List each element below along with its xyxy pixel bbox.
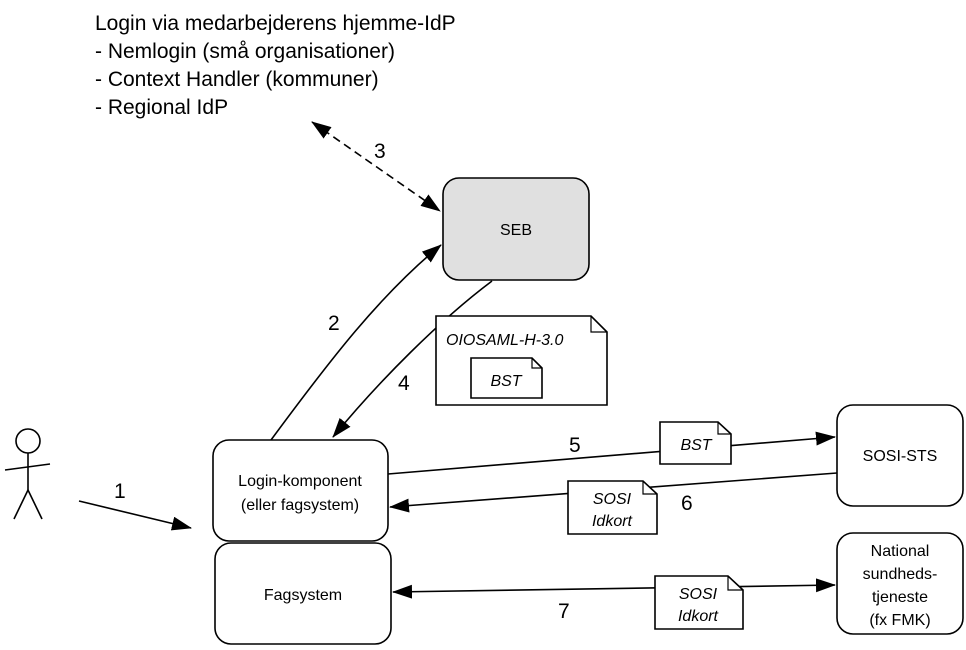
idp-note: Login via medarbejderens hjemme-IdP - Ne… [95,12,456,119]
arrow-2-login-to-seb [270,244,442,441]
arrow-7-fagsystem-national [392,578,836,599]
sosi-idkort-7-line1: SOSI [679,586,718,603]
sosi-sts-box[interactable] [836,404,964,507]
sosi-idkort-6-line1: SOSI [593,491,632,508]
bst-inner-document: BST [470,357,543,399]
note-line-title: Login via medarbejderens hjemme-IdP [95,12,456,35]
arrow-4-seb-to-login [332,280,493,438]
step-4-label: 4 [398,372,410,395]
arrow-5-login-to-sts [387,431,836,475]
sosi-idkort-7-line2: Idkort [678,608,719,625]
step-5-label: 5 [569,434,581,457]
bst-inner-label: BST [490,373,522,390]
sosi-sts-node[interactable]: SOSI-STS [836,404,964,507]
national-label-line3: tjeneste [872,589,928,606]
step-1-label: 1 [114,480,126,503]
arrow-3-idp-seb [311,121,441,212]
sosi-idkort-6-line2: Idkort [592,513,633,530]
login-component-label-line1: Login-komponent [238,473,362,490]
fagsystem-box[interactable] [214,542,392,645]
note-line-context-handler: - Context Handler (kommuner) [95,68,379,91]
login-component-node[interactable]: Login-komponent (eller fagsystem) [212,439,389,542]
national-health-service-box[interactable] [836,532,964,635]
national-health-service-node[interactable]: National sundheds- tjeneste (fx FMK) [836,532,964,635]
sosi-idkort-document-7: SOSI Idkort [654,575,744,630]
note-line-regional-idp: - Regional IdP [95,96,228,119]
fagsystem-node[interactable]: Fagsystem [214,542,392,645]
national-label-line2: sundheds- [863,566,938,583]
sosi-sts-label: SOSI-STS [863,448,938,465]
user-actor-icon [4,428,51,520]
step-2-label: 2 [328,312,340,335]
national-label-line4: (fx FMK) [869,612,930,629]
oiosaml-label: OIOSAML-H-3.0 [446,332,563,349]
bst-label: BST [680,437,712,454]
seb-label: SEB [500,222,532,239]
national-label-line1: National [871,543,930,560]
login-component-label-line2: (eller fagsystem) [241,497,359,514]
sosi-idkort-document-6: SOSI Idkort [567,480,658,535]
bst-document: BST [659,421,732,465]
seb-node[interactable]: SEB [442,177,590,281]
step-7-label: 7 [558,600,570,623]
step-3-label: 3 [374,140,386,163]
seb-box[interactable] [442,177,590,281]
login-component-box[interactable] [212,439,389,542]
oiosaml-document: OIOSAML-H-3.0 BST [435,315,608,406]
fagsystem-label: Fagsystem [264,587,342,604]
arrow-1-user-to-login [78,500,192,531]
step-6-label: 6 [681,492,693,515]
note-line-nemlogin: - Nemlogin (små organisationer) [95,40,395,63]
